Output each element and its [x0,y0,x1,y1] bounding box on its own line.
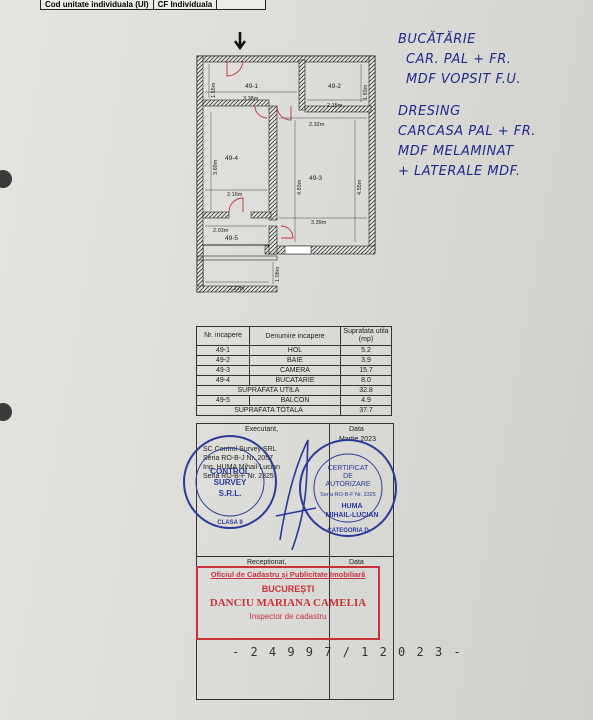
handwritten-notes: BUCĂTĂRIE CAR. PAL + FR. MDF VOPSIT F.U.… [398,30,588,182]
dim-label: 1.55m [211,82,217,98]
stamp1-clasa: CLASA II [217,520,243,526]
stamp2-name: HUMA [342,503,363,510]
table-cell: 37.7 [340,405,392,416]
table-cell: 5.2 [340,345,392,356]
dim-label: 4.83m [297,179,303,195]
note-line: + LATERALE MDF. [398,164,521,179]
inspector-name: DANCIU MARIANA CAMELIA [209,597,367,609]
header-cell-ui: Cod unitate individuala (UI) [41,0,154,9]
stamp2-cat: CATEGORIA D [327,528,369,534]
stamp1-text: S.R.L. [219,489,242,498]
note-line: MDF MELAMINAT [398,144,514,159]
note-line: CAR. PAL + FR. [406,52,512,67]
table-header: Denumire incapere [249,326,341,346]
stamp2-serie: Seria RO-B-F Nr. 2325 [320,492,376,498]
table-cell: BUCATARIE [249,375,341,386]
dim-label: 4.55m [357,179,363,195]
dim-label: 2.03m [213,228,229,234]
office-city: BUCUREȘTI [261,584,315,594]
table-cell: 49-2 [196,355,250,366]
area-table: Nr. incapere Denumire incapere Suprafata… [196,326,392,416]
company-serie: Seria RO-B-J Nr. 2057 [203,455,274,462]
table-cell: 49-4 [196,375,250,386]
room-label-49-1: 49-1 [245,83,258,90]
table-cell: HOL [249,345,341,356]
table-cell: 49-3 [196,365,250,376]
table-cell: SUPRAFATA UTILA [196,385,341,396]
stamp2-text: CERTIFICAT [328,465,369,472]
engineer-name: Ing. HUMA Mihail-Lucian [203,464,281,471]
table-cell: 3.9 [340,355,392,366]
room-label-49-5: 49-5 [225,235,238,242]
inspector-role: Inspector de cadastru [249,612,327,621]
dim-label: 3.69m [213,159,219,175]
floor-plan: 49-1 49-2 49-3 49-4 49-5 3.38m 1.55m 1.8… [196,32,376,293]
stamp2-text: AUTORIZARE [326,481,371,488]
engineer-serie: Seria RO-B-F Nr. 2325 [203,473,274,480]
punch-hole [0,403,12,421]
stamp1-text: SURVEY [214,478,247,487]
room-label-49-2: 49-2 [328,83,341,90]
reception-date-label: Data [349,559,364,566]
table-cell: BAIE [249,355,341,366]
stamp1-text: CONTROL [210,467,250,476]
reception-label: Receptionat, [247,559,287,566]
header-cell-cf: CF Individuala [154,0,218,9]
date-value: Martie 2023 [339,436,376,443]
dim-label: 1.83m [363,84,369,100]
table-header: Nr. incapere [196,326,250,346]
note-line: CARCASA PAL + FR. [398,124,536,139]
office-name: Oficiul de Cadastru și Publicitate Imobi… [210,570,366,579]
table-cell: 4.9 [340,395,392,406]
room-label-49-3: 49-3 [309,175,322,182]
table-cell: 15.7 [340,365,392,376]
dim-label: 2.22m [229,286,245,292]
header-cell-empty [217,0,265,9]
reception-stamp: Oficiul de Cadastru și Publicitate Imobi… [196,566,380,640]
stamp2-name: MIHAIL-LUCIAN [326,512,379,519]
table-cell: 49-5 [196,395,250,406]
dim-label: 2.15m [327,103,343,109]
stamp2-text: DE [343,473,353,480]
dim-label: 3.38m [243,96,259,102]
table-cell: 49-1 [196,345,250,356]
entry-arrow-icon [233,32,247,51]
note-line: MDF VOPSIT F.U. [406,72,522,87]
dim-label: 1.08m [275,266,281,282]
table-cell: BALCON [249,395,341,406]
table-cell: SUPRAFATA TOTALA [196,405,341,416]
stamp-seals: CONTROL SURVEY S.R.L. CLASA II CERTIFICA… [183,435,397,551]
table-header: Suprafata utila (mp) [340,326,392,346]
table-header-row: Nr. incapere Denumire incapere Suprafata… [196,326,392,346]
registration-number: - 2 4 9 9 7 / 1 2 0 2 3 - [232,645,463,659]
dim-label: 3.39m [311,220,327,226]
punch-hole [0,170,12,188]
header-strip: Cod unitate individuala (UI) CF Individu… [40,0,267,10]
note-line: DRESING [398,104,461,119]
table-cell: 8.0 [340,375,392,386]
date-label: Data [349,426,364,433]
signature [275,439,317,551]
table-cell: 32.8 [340,385,392,396]
dim-label: 2.16m [227,192,243,198]
dim-label: 2.32m [309,122,325,128]
room-label-49-4: 49-4 [225,155,238,162]
table-cell: CAMERA [249,365,341,376]
note-line: BUCĂTĂRIE [398,32,476,47]
executant-label: Executant, [245,426,279,433]
